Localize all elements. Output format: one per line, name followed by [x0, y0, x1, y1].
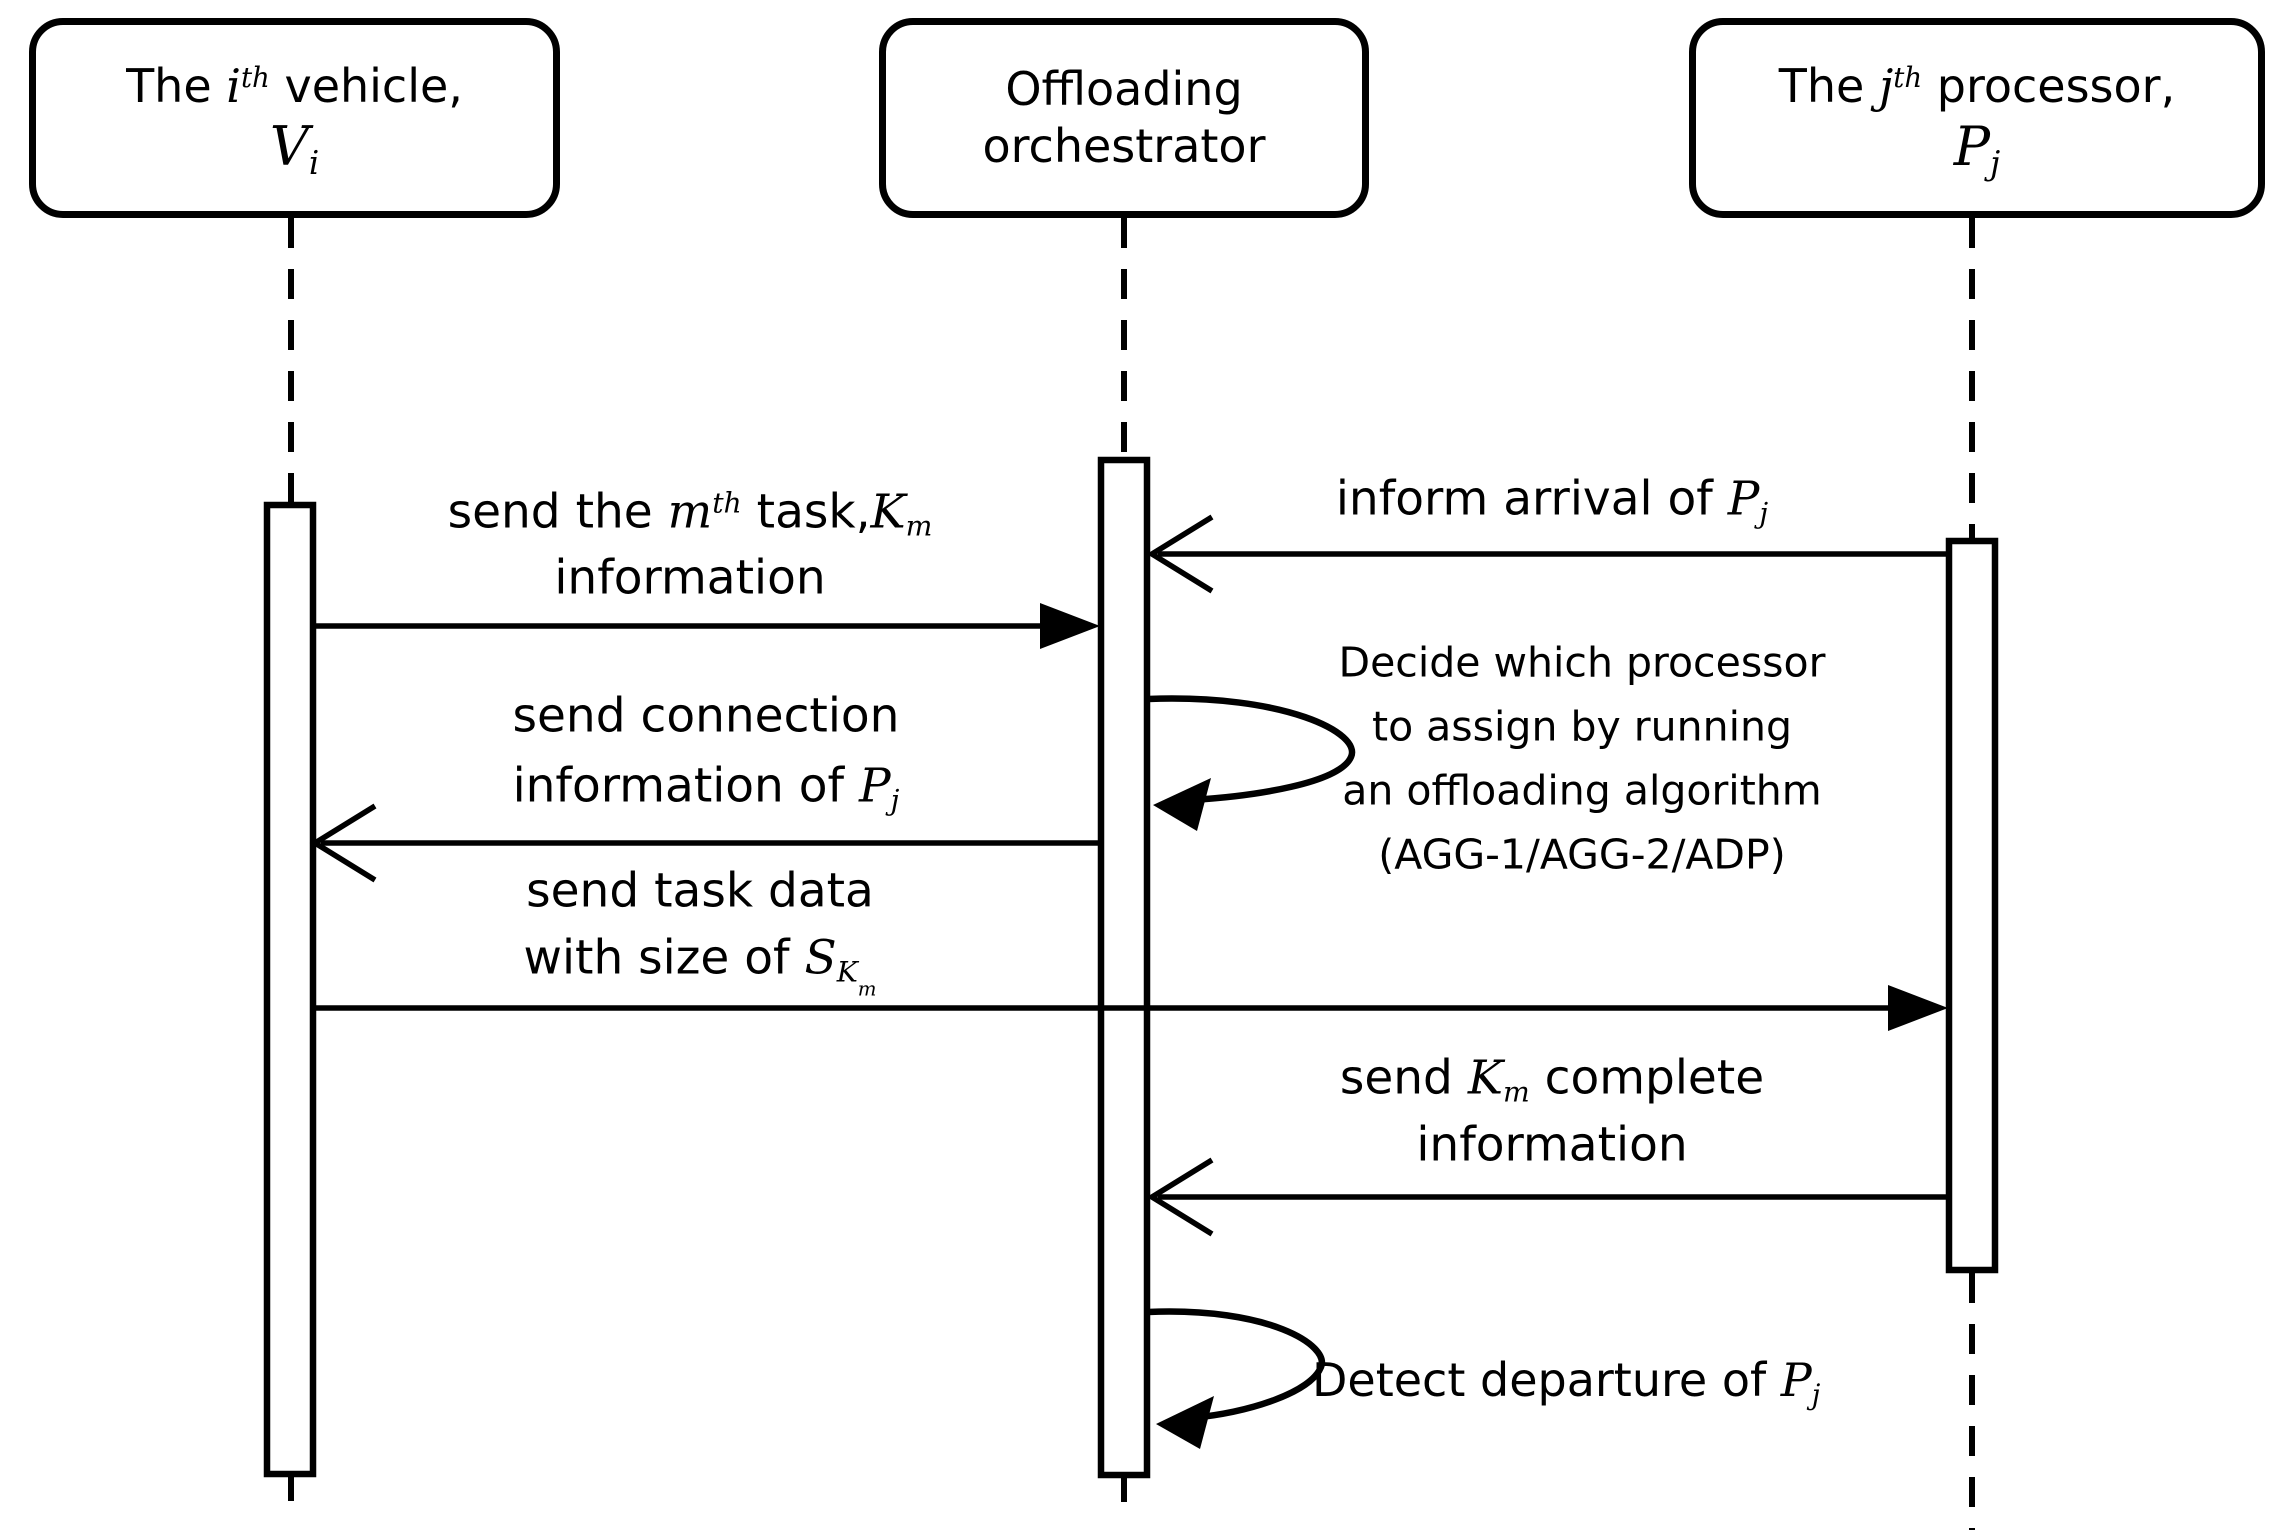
message-label-complete-line2: information [1416, 1117, 1688, 1173]
arrowhead-self-loop-decide [1153, 778, 1211, 831]
arrowhead-task-data [1888, 985, 1948, 1031]
note-decide-line4: (AGG-1/AGG-2/ADP) [1378, 830, 1786, 879]
actor-processor-title: The jth processor, [1778, 59, 2176, 114]
arrowhead-inform-arrival [1146, 514, 1214, 594]
actor-vehicle-symbol: Vi [269, 114, 320, 182]
note-detect-departure: Detect departure of Pj [1312, 1353, 1821, 1411]
actor-box-orchestrator: Offloading orchestrator [879, 18, 1369, 218]
actor-vehicle-title: The ith vehicle, [126, 59, 463, 114]
message-label-task-data-line1: send task data [526, 863, 874, 919]
note-decide-line2: to assign by running [1371, 702, 1793, 751]
arrowhead-complete [1146, 1157, 1214, 1237]
note-decide-line3: an offloading algorithm [1342, 766, 1822, 815]
arrowhead-task-info [1040, 603, 1100, 649]
message-label-connection-line1: send connection [512, 688, 900, 744]
activation-bar-vehicle [263, 501, 317, 1478]
self-loop-decide [1147, 695, 1356, 804]
message-label-task-data-line2: with size of SKm [523, 930, 877, 1001]
actor-orchestrator-title-line1: Offloading [1005, 61, 1243, 116]
actor-box-processor: The jth processor, Pj [1689, 18, 2265, 218]
activation-bar-processor [1945, 537, 1999, 1274]
arrowhead-self-loop-departure [1156, 1396, 1214, 1449]
message-label-inform-arrival: inform arrival of Pj [1335, 471, 1769, 530]
actor-box-vehicle: The ith vehicle, Vi [29, 18, 560, 218]
message-label-connection-line2: information of Pj [512, 758, 900, 817]
arrowhead-connection [309, 803, 377, 883]
message-label-task-info-line2: information [554, 550, 826, 606]
note-decide-line1: Decide which processor [1338, 638, 1826, 687]
actor-processor-symbol: Pj [1953, 114, 2001, 182]
message-label-complete-line1: send Km complete [1339, 1050, 1765, 1109]
activation-bar-orchestrator [1097, 456, 1151, 1479]
self-loop-departure [1147, 1308, 1326, 1422]
message-label-task-info-line1: send the mth task,Km [447, 484, 933, 543]
actor-orchestrator-title-line2: orchestrator [982, 119, 1266, 173]
